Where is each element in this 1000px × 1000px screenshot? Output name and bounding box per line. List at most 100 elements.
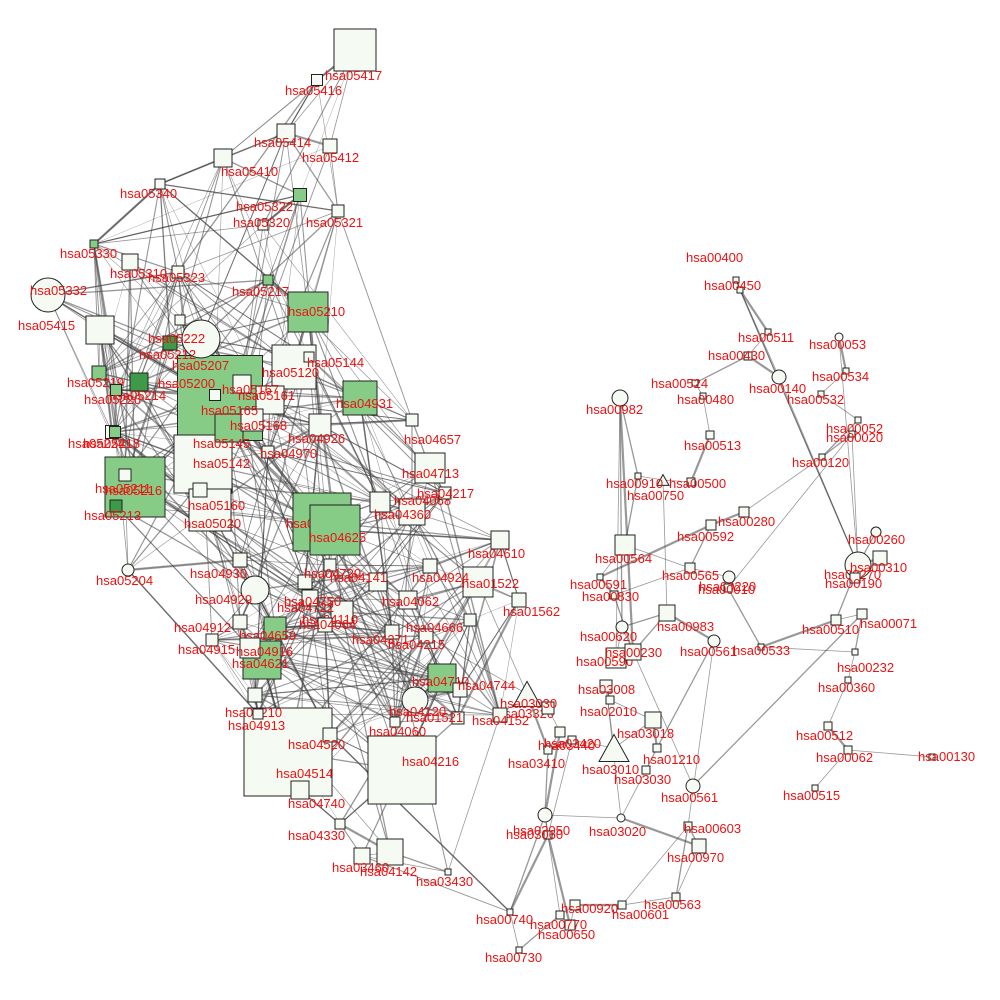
node-square[interactable] xyxy=(872,550,888,566)
node-square[interactable] xyxy=(252,708,264,720)
node-square[interactable] xyxy=(732,276,740,284)
node-hsa05144[interactable]: hsa05144 xyxy=(303,351,364,370)
node-hsa05321[interactable]: hsa05321 xyxy=(306,204,363,230)
node-hsa00053[interactable]: hsa00053 xyxy=(809,332,866,352)
node-hsa05165[interactable]: hsa05165 xyxy=(201,389,258,419)
node-square[interactable] xyxy=(367,735,437,805)
node-hsa05220[interactable]: hsa05220 xyxy=(84,384,141,408)
node-hsa00533[interactable]: hsa00533 xyxy=(733,643,790,658)
node-circle[interactable] xyxy=(707,634,721,648)
node-hsa00524[interactable]: hsa00524 xyxy=(651,376,708,391)
node-hsa04152[interactable]: hsa04152 xyxy=(472,707,529,728)
node-hsa03008[interactable]: hsa03008 xyxy=(578,679,635,697)
node-square[interactable] xyxy=(232,374,252,394)
node-triangle[interactable] xyxy=(598,733,630,762)
node-hsa04330[interactable]: hsa04330 xyxy=(288,818,346,843)
node-hsa04060[interactable]: hsa04060 xyxy=(369,716,426,739)
node-hsa04970[interactable]: hsa04970 xyxy=(260,445,317,461)
node-hsa00511[interactable]: hsa00511 xyxy=(738,328,794,345)
node-square[interactable] xyxy=(564,919,576,931)
node-square[interactable] xyxy=(232,614,248,630)
node-hsa04625[interactable]: hsa04625 xyxy=(309,504,366,556)
node-square[interactable] xyxy=(263,616,287,640)
node-hsa04740[interactable]: hsa04740 xyxy=(288,780,345,811)
node-hsa05214[interactable]: hsa05214 xyxy=(109,372,166,403)
node-circle[interactable] xyxy=(834,332,844,342)
node-hsa00230[interactable]: hsa00230 xyxy=(605,643,662,661)
node-square[interactable] xyxy=(928,753,936,761)
node-hsa03410[interactable]: hsa03410 xyxy=(508,745,565,771)
node-square[interactable] xyxy=(671,892,681,902)
node-square[interactable] xyxy=(384,624,400,640)
node-square[interactable] xyxy=(276,123,296,143)
node-hsa04916[interactable]: hsa04916 xyxy=(236,637,293,659)
node-square[interactable] xyxy=(342,380,378,416)
node-hsa04926[interactable]: hsa04926 xyxy=(288,413,345,446)
node-square[interactable] xyxy=(811,784,819,792)
node-circle[interactable] xyxy=(30,277,66,313)
node-square[interactable] xyxy=(85,315,115,345)
node-square[interactable] xyxy=(174,314,186,326)
node-square[interactable] xyxy=(422,558,438,574)
node-square[interactable] xyxy=(738,506,750,518)
node-square[interactable] xyxy=(854,416,862,424)
node-square[interactable] xyxy=(353,847,371,865)
node-hsa00500[interactable]: hsa00500 xyxy=(669,476,726,491)
node-square[interactable] xyxy=(624,643,642,661)
node-square[interactable] xyxy=(427,663,457,693)
node-hsa03030[interactable]: hsa03030 xyxy=(500,696,557,715)
node-square[interactable] xyxy=(213,148,233,168)
node-hsa00590[interactable]: hsa00590 xyxy=(576,647,633,669)
node-hsa04062[interactable]: hsa04062 xyxy=(382,590,439,610)
node-square[interactable] xyxy=(851,648,859,656)
node-square[interactable] xyxy=(492,707,508,723)
node-hsa00140[interactable]: hsa00140 xyxy=(749,369,806,396)
node-hsa04514[interactable]: hsa04514 xyxy=(243,707,333,797)
node-square[interactable] xyxy=(658,604,676,622)
node-hsa00260[interactable]: hsa00260 xyxy=(848,526,905,547)
node-hsa00750[interactable]: hsa00750 xyxy=(627,473,684,503)
node-square[interactable] xyxy=(322,727,338,743)
node-square[interactable] xyxy=(511,592,527,608)
node-circle[interactable] xyxy=(616,813,626,823)
node-hsa03020[interactable]: hsa03020 xyxy=(589,813,646,839)
node-square[interactable] xyxy=(369,491,391,513)
node-hsa03420[interactable]: hsa03420 xyxy=(544,735,601,751)
node-hsa05417[interactable]: hsa05417 xyxy=(325,28,382,83)
node-square[interactable] xyxy=(303,351,315,363)
node-hsa00983[interactable]: hsa00983 xyxy=(657,604,714,634)
node-hsa00010[interactable]: hsa00010 xyxy=(698,582,755,597)
node-hsa05213[interactable]: hsa05213 xyxy=(84,499,141,523)
node-hsa00190[interactable]: hsa00190 xyxy=(825,572,882,591)
node-square[interactable] xyxy=(322,138,338,154)
node-square[interactable] xyxy=(555,910,565,920)
node-hsa05161[interactable]: hsa05161 xyxy=(238,385,295,415)
node-hsa05210[interactable]: hsa05210 xyxy=(287,291,345,333)
node-hsa05332[interactable]: hsa05332 xyxy=(30,277,87,313)
node-square[interactable] xyxy=(515,946,523,954)
node-hsa05219[interactable]: hsa05219 xyxy=(67,365,124,390)
node-square[interactable] xyxy=(683,821,693,831)
node-hsa04120[interactable]: hsa04120 xyxy=(389,686,446,719)
node-hsa00062[interactable]: hsa00062 xyxy=(816,745,873,765)
node-hsa04930[interactable]: hsa04930 xyxy=(190,552,248,581)
node-square[interactable] xyxy=(444,868,452,876)
node-square[interactable] xyxy=(757,643,765,651)
node-square[interactable] xyxy=(255,385,285,415)
node-square[interactable] xyxy=(848,430,856,438)
node-hsa03050[interactable]: hsa03050 xyxy=(513,807,570,838)
node-square[interactable] xyxy=(297,574,313,590)
node-hsa05330[interactable]: hsa05330 xyxy=(60,239,117,261)
node-hsa00561b[interactable]: hsa00561 xyxy=(680,634,737,659)
node-square[interactable] xyxy=(842,367,850,375)
node-hsa00982[interactable]: hsa00982 xyxy=(586,389,643,417)
node-square[interactable] xyxy=(543,830,553,840)
node-hsa04068[interactable]: hsa04068 xyxy=(394,493,451,526)
node-hsa05416[interactable]: hsa05416 xyxy=(285,74,342,99)
node-hsa05216[interactable]: hsa05216 xyxy=(105,468,162,498)
node-hsa05145[interactable]: hsa05145 xyxy=(193,413,250,451)
node-hsa00400[interactable]: hsa00400 xyxy=(686,250,743,284)
node-square[interactable] xyxy=(723,583,733,593)
node-square[interactable] xyxy=(644,711,662,729)
node-hsa00591[interactable]: hsa00591 xyxy=(570,573,627,592)
